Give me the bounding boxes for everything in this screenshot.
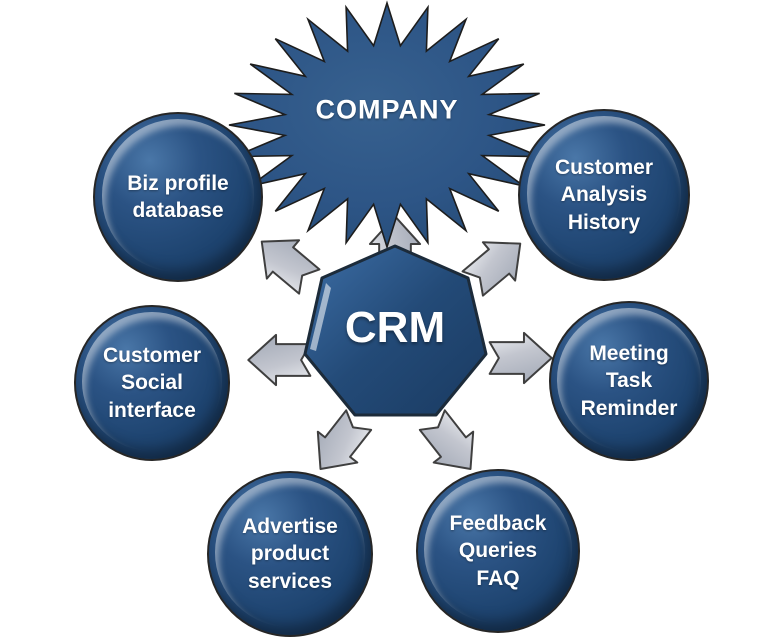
node-biz-profile-database: Biz profile database <box>93 112 263 282</box>
node-label: Feedback Queries FAQ <box>449 512 547 590</box>
arrow-up-left-icon <box>243 220 328 304</box>
node-label: Customer Social interface <box>102 344 202 422</box>
starburst-shape <box>228 0 546 250</box>
heptagon-shape <box>303 244 488 417</box>
node-label: Biz profile database <box>127 171 229 222</box>
node-meeting-task-reminder: Meeting Task Reminder <box>549 301 709 461</box>
node-label: Customer Analysis History <box>554 156 654 234</box>
node-feedback-queries-faq: Feedback Queries FAQ <box>416 469 580 633</box>
node-advertise-product-services: Advertise product services <box>207 471 373 637</box>
company-label: COMPANY <box>315 94 459 125</box>
node-label: Meeting Task Reminder <box>580 342 678 420</box>
crm-label: CRM <box>344 302 446 352</box>
arrow-right-icon <box>487 331 553 385</box>
crm-heptagon: CRM <box>301 243 489 423</box>
company-star: COMPANY <box>226 0 548 250</box>
node-customer-analysis-history: Customer Analysis History <box>518 109 690 281</box>
node-label: Advertise product services <box>242 515 338 593</box>
arrow-down-left-icon <box>298 401 381 486</box>
arrow-down-right-icon <box>409 401 492 486</box>
node-customer-social-interface: Customer Social interface <box>74 305 230 461</box>
heptagon-shine <box>310 283 331 351</box>
arrow-up-right-icon <box>453 222 538 306</box>
